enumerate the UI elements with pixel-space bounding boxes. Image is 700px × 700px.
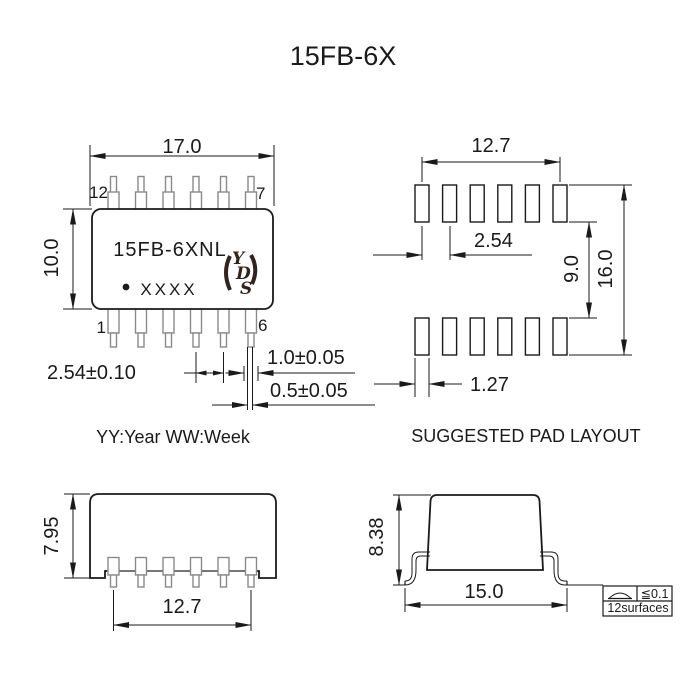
end-view-body-outline — [426, 494, 544, 571]
pad-dim-pitch-label: 2.54 — [474, 230, 513, 252]
pin-label-7: 7 — [256, 184, 266, 203]
pad-dim-width-label: 1.27 — [470, 374, 509, 396]
dim-lead-width-label: 1.0±0.05 — [267, 347, 345, 369]
pin-label-12: 12 — [89, 183, 108, 202]
side-view-drawing — [64, 493, 277, 631]
dim-body-width-label: 17.0 — [162, 136, 202, 158]
end-dim-width-label: 15.0 — [464, 581, 504, 603]
end-view-lead-left — [404, 551, 430, 586]
flatness-note-label: 12surfaces — [607, 601, 669, 615]
pin-label-6: 6 — [258, 316, 268, 335]
side-view-pins — [107, 556, 258, 588]
end-view-lead-right — [540, 551, 568, 586]
pad-row-top — [414, 184, 568, 223]
top-view-pins-bottom — [107, 307, 258, 348]
logo-letter-s: S — [240, 279, 252, 299]
dim-lead-tip-label: 0.5±0.05 — [270, 380, 348, 402]
date-code-note: YY:Year WW:Week — [96, 427, 250, 447]
pad-dim-outer-label: 16.0 — [595, 249, 617, 289]
page-title: 15FB-6X — [289, 41, 397, 71]
side-dim-height-label: 7.95 — [41, 516, 63, 556]
end-view-drawing — [393, 494, 673, 617]
marking-date-code: XXXX — [140, 280, 198, 299]
end-dim-height-label: 8.38 — [366, 517, 388, 557]
marking-part-number: 15FB-6XNL — [113, 239, 227, 261]
flatness-limit-label: ≦0.1 — [640, 587, 669, 601]
flatness-callout-box — [602, 585, 673, 617]
dim-body-height-label: 10.0 — [41, 238, 63, 278]
pad-layout-caption: SUGGESTED PAD LAYOUT — [411, 426, 641, 446]
top-view-drawing: Y D S — [63, 145, 375, 410]
pad-dim-inner-gap-label: 9.0 — [561, 255, 583, 283]
top-view-pins-top — [107, 175, 258, 211]
logo-letter-y: Y — [232, 249, 246, 269]
dim-lead-pitch-label: 2.54±0.10 — [47, 362, 136, 384]
pad-row-bottom — [414, 317, 568, 356]
logo-letter-d: D — [235, 264, 251, 284]
flatness-symbol-icon — [608, 592, 632, 600]
pad-layout-drawing — [373, 157, 632, 397]
pin1-index-dot — [122, 283, 130, 291]
side-dim-pin-span-label: 12.7 — [162, 596, 202, 618]
pad-dim-span-label: 12.7 — [471, 135, 511, 157]
pin-label-1: 1 — [96, 318, 106, 337]
manufacturer-logo: Y D S — [224, 249, 258, 299]
